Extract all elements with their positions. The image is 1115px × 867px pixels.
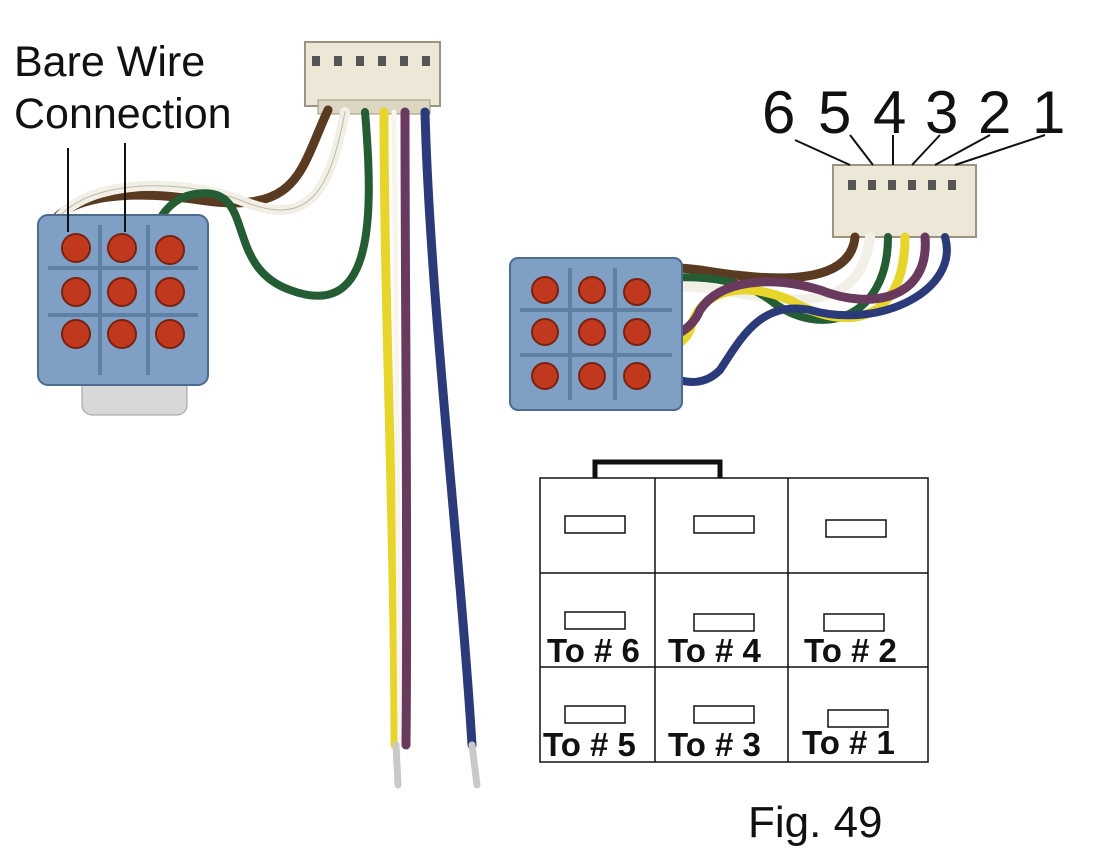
blue-wire xyxy=(420,107,477,750)
diagram-label-to-3: To # 3 xyxy=(668,726,761,763)
purple-wire xyxy=(400,107,412,750)
right-switch xyxy=(509,257,683,411)
bare-wire-label-line2: Connection xyxy=(14,90,232,138)
right-connector xyxy=(832,164,977,238)
pin-number-2: 2 xyxy=(978,79,1012,146)
diagram-label-to-1: To # 1 xyxy=(802,724,895,761)
bare-wire-tip-2 xyxy=(468,741,481,789)
yellow-wire xyxy=(379,107,400,750)
white-wire-2 xyxy=(391,109,403,748)
pin-number-6: 6 xyxy=(762,79,796,146)
left-connector xyxy=(304,41,441,115)
diagram-pin-slots xyxy=(564,515,889,728)
left-switch xyxy=(37,214,209,416)
pin-number-3: 3 xyxy=(925,79,959,146)
right-switch-pins xyxy=(531,276,651,390)
blue-wire xyxy=(656,233,951,386)
pin-number-4: 4 xyxy=(873,79,907,146)
bare-wire-tip-1 xyxy=(392,741,402,789)
diagram-label-to-6: To # 6 xyxy=(547,632,640,669)
bare-wire-label-line1: Bare Wire xyxy=(14,38,206,86)
diagram-label-to-4: To # 4 xyxy=(668,632,761,669)
purple-wire xyxy=(635,232,930,344)
pin-number-1: 1 xyxy=(1032,79,1066,146)
pin-leader-lines xyxy=(794,134,1046,166)
pin-diagram xyxy=(539,459,929,763)
figure-caption: Fig. 49 xyxy=(748,798,883,847)
left-switch-pins xyxy=(61,233,185,349)
diagram-label-to-5: To # 5 xyxy=(543,726,636,763)
diagram-label-to-2: To # 2 xyxy=(804,632,897,669)
left-wire-bundle xyxy=(40,105,481,789)
pin-number-5: 5 xyxy=(818,79,852,146)
